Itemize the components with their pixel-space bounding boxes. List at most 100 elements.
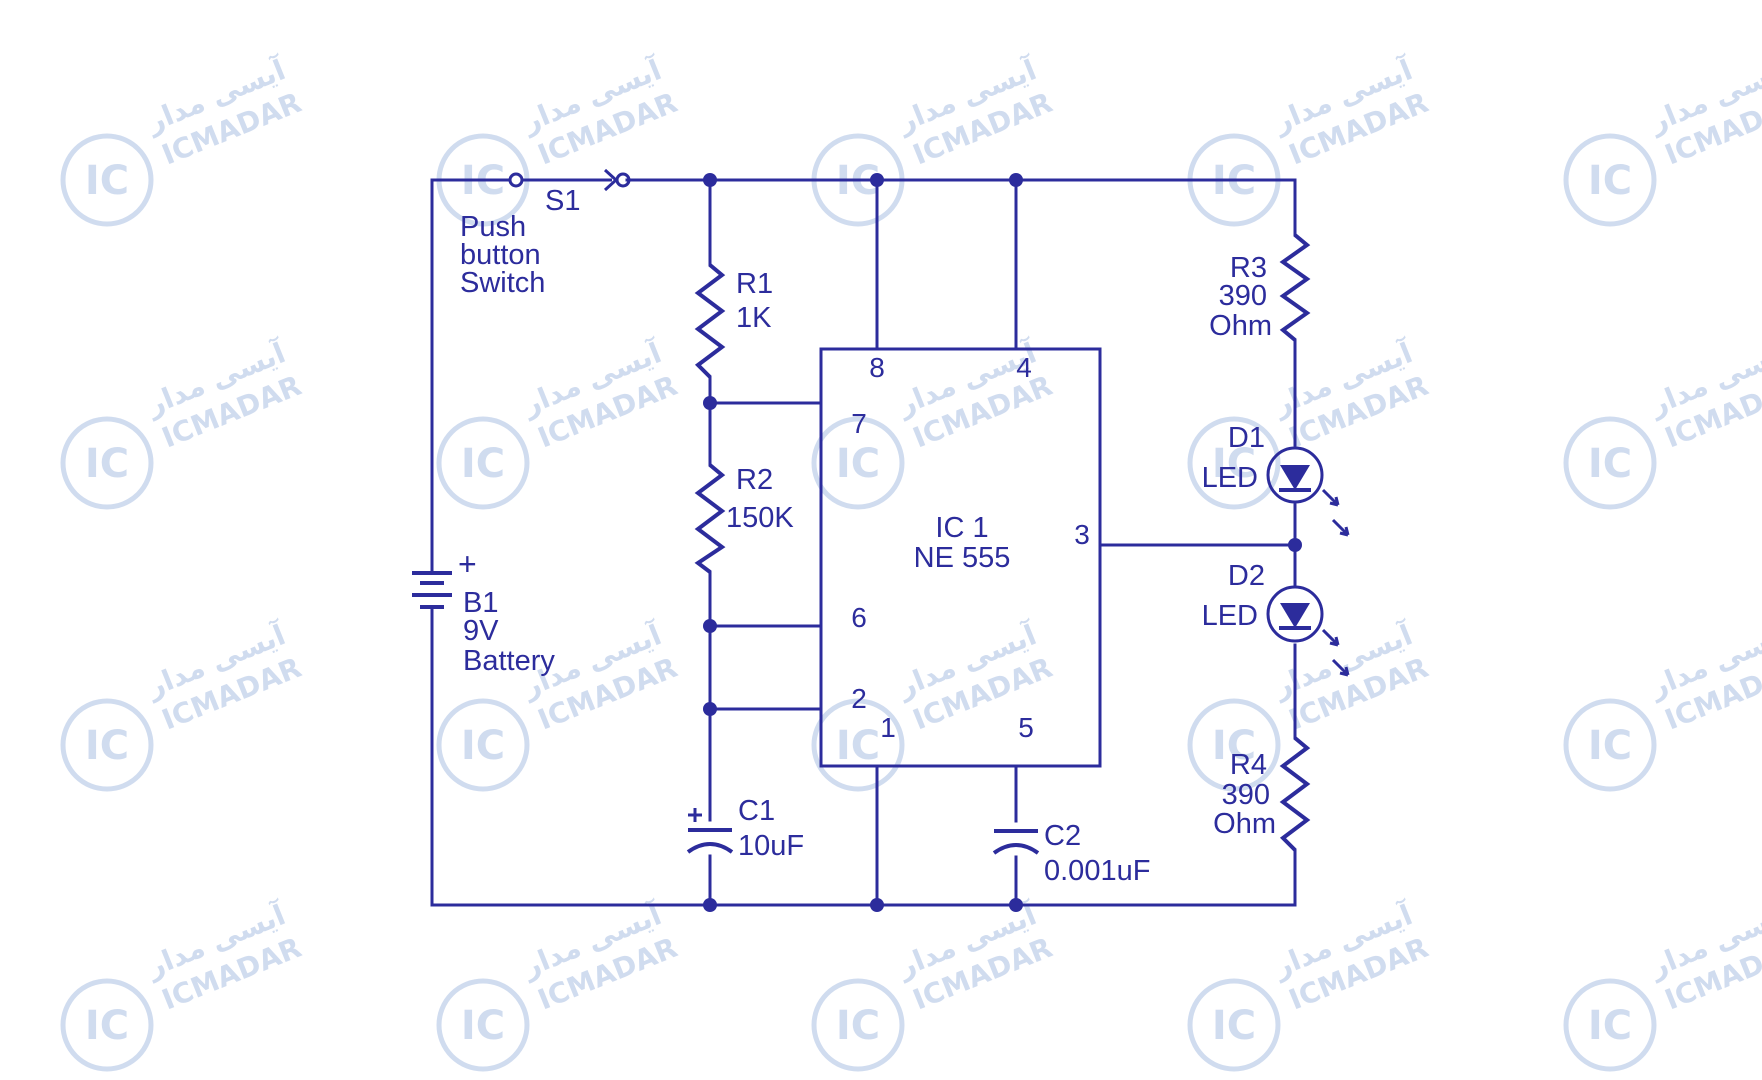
c2-capacitor: C2 0.001uF <box>992 820 1150 887</box>
r2-resistor: R2 150K <box>694 463 794 574</box>
watermark-logo-text: IC <box>1588 158 1632 204</box>
r1-value-label: 1K <box>736 302 772 334</box>
watermark-logo-icon <box>436 978 530 1072</box>
c1-value-label: 10uF <box>738 830 804 862</box>
ic1-ne555: 8 4 7 6 2 1 5 3 IC 1 NE 555 <box>819 347 1102 768</box>
junction-dot <box>1288 538 1302 552</box>
watermark-logo-text: IC <box>1212 441 1256 487</box>
ic1-part-label: NE 555 <box>914 542 1011 574</box>
watermark-logo-icon <box>60 416 154 510</box>
junction-dot <box>703 396 717 410</box>
watermark-logo-icon <box>1563 416 1657 510</box>
s1-desc-line1: Push <box>460 211 526 243</box>
watermark-logo-text: IC <box>85 158 129 204</box>
r4-ref-label: R4 <box>1230 749 1267 781</box>
s1-push-button-switch: S1 Push button Switch <box>460 168 631 299</box>
d1-type-label: LED <box>1202 462 1258 494</box>
r3-resistor: R3 390 Ohm <box>1209 233 1311 342</box>
watermark-logo-text: IC <box>836 441 880 487</box>
ic1-ref-label: IC 1 <box>935 512 988 544</box>
r2-ref-label: R2 <box>736 464 773 496</box>
watermark-logo-icon <box>1563 978 1657 1072</box>
b1-plus-sign: + <box>458 546 477 582</box>
b1-type-label: Battery <box>463 645 555 677</box>
ic1-pin8-label: 8 <box>869 352 885 383</box>
watermark-logo-text: IC <box>85 723 129 769</box>
junction-dot <box>1009 173 1023 187</box>
r2-value-label: 150K <box>726 502 794 534</box>
d2-type-label: LED <box>1202 600 1258 632</box>
s1-ref-label: S1 <box>545 185 580 217</box>
ic1-pin2-label: 2 <box>851 683 867 714</box>
c1-capacitor: C1 10uF <box>686 795 804 862</box>
d2-ref-label: D2 <box>1228 560 1265 592</box>
watermark-logo-icon <box>60 978 154 1072</box>
watermark-logo-icon <box>1187 698 1281 792</box>
r4-value-label: 390 <box>1222 779 1270 811</box>
watermark-logo-text: IC <box>836 723 880 769</box>
watermark-logo-icon <box>436 698 530 792</box>
s1-desc-line3: Switch <box>460 267 545 299</box>
ic1-pin4-label: 4 <box>1016 352 1032 383</box>
watermark-logo-text: IC <box>1588 441 1632 487</box>
junction-dot <box>870 898 884 912</box>
watermark-logo-icon <box>60 698 154 792</box>
d1-led: D1 LED <box>1202 422 1350 537</box>
watermark-logo-text: IC <box>85 1003 129 1049</box>
watermark-logo-text: IC <box>1588 723 1632 769</box>
r1-resistor: R1 1K <box>694 263 773 379</box>
watermark-logo-icon <box>1187 978 1281 1072</box>
watermark-logo-icon <box>436 416 530 510</box>
watermark-logo-text: IC <box>461 441 505 487</box>
watermark-logo-icon <box>1187 416 1281 510</box>
ic1-pin7-label: 7 <box>851 408 867 439</box>
watermark-logo-icon <box>60 133 154 227</box>
b1-value-label: 9V <box>463 615 499 647</box>
watermark-logo-text: IC <box>461 1003 505 1049</box>
watermark-logo-text: IC <box>836 1003 880 1049</box>
r4-unit-label: Ohm <box>1213 808 1276 840</box>
wires <box>430 178 1297 907</box>
watermark-logo-text: IC <box>1588 1003 1632 1049</box>
ic1-pin6-label: 6 <box>851 602 867 633</box>
junction-dot <box>703 619 717 633</box>
junctions <box>703 173 1302 912</box>
s1-desc-line2: button <box>460 239 541 271</box>
r1-ref-label: R1 <box>736 268 773 300</box>
junction-dot <box>870 173 884 187</box>
d2-led: D2 LED <box>1202 560 1350 677</box>
junction-dot <box>1009 898 1023 912</box>
watermark-logo-text: IC <box>85 441 129 487</box>
r3-unit-label: Ohm <box>1209 310 1272 342</box>
c2-ref-label: C2 <box>1044 820 1081 852</box>
ic1-pin5-label: 5 <box>1018 712 1034 743</box>
ic1-pin3-label: 3 <box>1074 519 1090 550</box>
watermark-logo-icon <box>811 978 905 1072</box>
b1-battery: + B1 9V Battery <box>412 546 555 677</box>
r4-resistor: R4 390 Ohm <box>1213 736 1311 852</box>
r3-value-label: 390 <box>1219 280 1267 312</box>
c1-ref-label: C1 <box>738 795 775 827</box>
watermark-logo-icon <box>1563 698 1657 792</box>
ic1-pin1-label: 1 <box>880 712 896 743</box>
watermark-logo-text: IC <box>1212 723 1256 769</box>
c2-value-label: 0.001uF <box>1044 855 1150 887</box>
junction-dot <box>703 898 717 912</box>
d1-ref-label: D1 <box>1228 422 1265 454</box>
